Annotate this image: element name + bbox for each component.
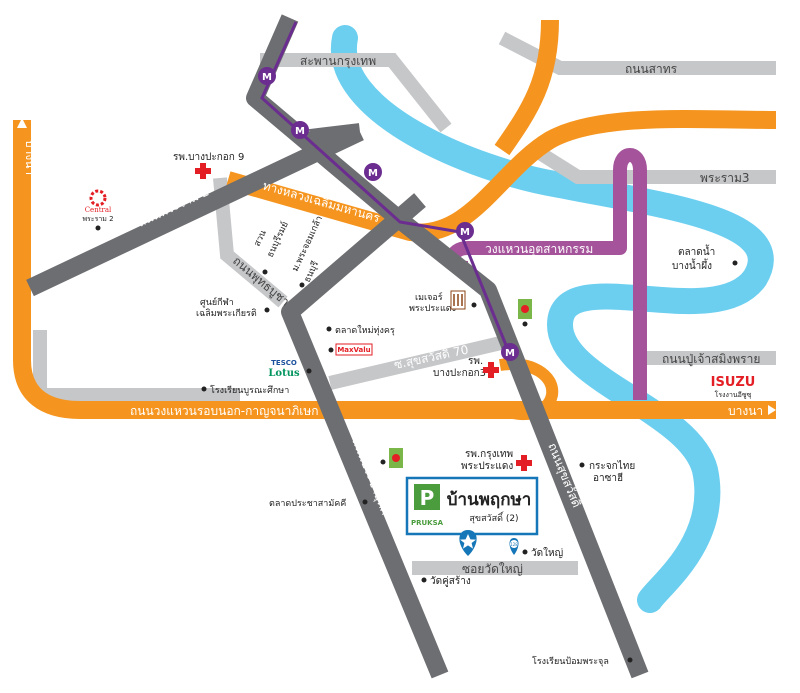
isuzu-factory: ISUZU โรงงานอีซูซุ <box>711 375 756 399</box>
label-rama3: พระราม3 <box>700 171 750 185</box>
project-name: บ้านพฤกษา <box>447 490 532 510</box>
metro-station-icon: M <box>364 163 382 181</box>
svg-text:ISUZU: ISUZU <box>711 375 756 390</box>
svg-text:Central: Central <box>85 206 112 214</box>
asahi-glass: กระจกไทย อาซาฮี <box>579 460 635 484</box>
svg-text:โรงงานอีซูซุ: โรงงานอีซูซุ <box>715 390 752 399</box>
svg-text:ตลาดประชาสามัคคี: ตลาดประชาสามัคคี <box>269 498 346 509</box>
metro-station-icon: M <box>258 67 276 85</box>
svg-text:สวน: สวน <box>253 229 269 248</box>
hospital-bangpakok3: รพ. บางปะกอก3 <box>433 356 499 379</box>
label-sathorn: ถนนสาทร <box>625 62 678 76</box>
road-outer-ring <box>13 120 776 419</box>
route-marker-icon: 128 <box>509 538 519 555</box>
svg-text:ตลาดใหม่ทุ่งครุ: ตลาดใหม่ทุ่งครุ <box>335 325 395 336</box>
svg-text:รพ.กรุงเทพ: รพ.กรุงเทพ <box>465 449 513 460</box>
svg-text:พระประแดง: พระประแดง <box>461 461 513 472</box>
svg-text:เฉลิมพระเกียรติ: เฉลิมพระเกียรติ <box>196 308 257 319</box>
svg-text:บางปะกอก3: บางปะกอก3 <box>433 368 486 379</box>
svg-text:M: M <box>368 168 378 179</box>
project-location-pin-icon[interactable] <box>459 530 477 556</box>
floating-market: ตลาดน้ำ บางน้ำผึ้ง <box>672 244 738 272</box>
label-industrial-ring: วงแหวนอุตสาหกรรม <box>485 242 593 257</box>
suan-thonburirom: สวน ธนบุรีรมย์ <box>253 220 291 275</box>
road-saphan-krungthep <box>260 53 452 133</box>
svg-text:รพ.บางปะกอก 9: รพ.บางปะกอก 9 <box>173 152 244 163</box>
road-highway-branch <box>494 19 559 156</box>
svg-text:TESCO: TESCO <box>271 359 297 367</box>
svg-text:M: M <box>505 348 515 359</box>
svg-text:อาซาฮี: อาซาฮี <box>593 472 623 484</box>
bigc-north <box>518 299 532 327</box>
metro-station-icon: M <box>291 121 309 139</box>
pracha-samakkhi-market: ตลาดประชาสามัคคี <box>269 498 368 509</box>
svg-text:รพ.: รพ. <box>468 356 483 367</box>
svg-text:พระราม 2: พระราม 2 <box>82 215 113 223</box>
metro-station-icon: M <box>501 343 519 361</box>
major-phrapradaeng: เมเจอร์ พระประแดง <box>409 290 477 314</box>
road-pracha-uthit <box>281 193 449 679</box>
svg-text:128: 128 <box>510 542 518 547</box>
svg-text:P: P <box>420 486 435 510</box>
sports-center: ศูนย์กีฬา เฉลิมพระเกียรติ <box>196 296 270 319</box>
label-bang-na-left: บางนา <box>23 140 37 175</box>
central-logo-icon <box>89 189 107 207</box>
label-saphan-krungthep: สะพานกรุงเทพ <box>300 54 376 69</box>
svg-text:ศูนย์กีฬา: ศูนย์กีฬา <box>200 296 234 308</box>
tesco-lotus: TESCO Lotus <box>268 359 312 379</box>
project-brand: PRUKSA <box>411 519 444 527</box>
school-pom-phrachun: โรงเรียนป้อมพระจุล <box>532 656 633 667</box>
hospital-cross-icon <box>483 362 499 378</box>
maxvalu-store: MaxValu <box>328 343 373 356</box>
metro-station-icon: M <box>456 222 474 240</box>
road-rama2 <box>26 123 364 297</box>
svg-text:MaxValu: MaxValu <box>337 346 370 354</box>
road-sathorn <box>498 31 776 75</box>
svg-text:กระจกไทย: กระจกไทย <box>589 460 635 472</box>
hospital-bangpakok9: รพ.บางปะกอก 9 <box>173 152 244 179</box>
label-bang-na-right: บางนา <box>728 404 763 418</box>
road-highway-chaloem <box>225 109 777 242</box>
wat-khu-sang: วัดคู่สร้าง <box>421 575 471 587</box>
svg-text:วัดใหญ่: วัดใหญ่ <box>531 547 563 559</box>
svg-text:M: M <box>295 126 305 137</box>
road-suksawat70 <box>328 335 507 390</box>
label-soi-wat-yai: ซอยวัดใหญ่ <box>462 562 523 576</box>
svg-text:ธนบุรีรมย์: ธนบุรีรมย์ <box>264 220 291 260</box>
svg-text:ตลาดน้ำ: ตลาดน้ำ <box>678 244 715 258</box>
thung-khru-market: ตลาดใหม่ทุ่งครุ <box>326 325 395 336</box>
label-pu-chao: ถนนปู่เจ้าสมิงพราย <box>662 352 760 367</box>
arrow-up-icon <box>17 118 27 128</box>
hospital-cross-icon <box>516 455 532 471</box>
svg-text:Lotus: Lotus <box>268 368 300 379</box>
svg-text:เมเจอร์: เมเจอร์ <box>415 291 443 303</box>
road-rama3 <box>531 144 776 184</box>
bigc-south <box>380 448 403 468</box>
label-phutthabucha: ถนนพุทธบูชา <box>229 254 292 310</box>
svg-text:M: M <box>460 227 470 238</box>
svg-text:พระประแดง: พระประแดง <box>409 304 456 314</box>
central-rama2: Central พระราม 2 <box>82 189 114 231</box>
label-outer-ring: ถนนวงแหวนรอบนอก-กาญจนาภิเษก <box>130 404 319 418</box>
svg-text:วัดคู่สร้าง: วัดคู่สร้าง <box>430 575 471 587</box>
project-sub: สุขสวัสดิ์ (2) <box>469 511 518 524</box>
svg-text:โรงเรียนป้อมพระจุล: โรงเรียนป้อมพระจุล <box>532 656 609 667</box>
svg-text:บางน้ำผึ้ง: บางน้ำผึ้ง <box>672 258 712 272</box>
project-card[interactable]: P PRUKSA บ้านพฤกษา สุขสวัสดิ์ (2) <box>405 476 539 536</box>
wat-yai: 128 วัดใหญ่ <box>509 538 563 559</box>
hospital-cross-icon <box>195 163 211 179</box>
hospital-bangkok-phrapradaeng: รพ.กรุงเทพ พระประแดง <box>461 449 532 472</box>
svg-text:โรงเรียนบูรณะศึกษา: โรงเรียนบูรณะศึกษา <box>210 385 289 396</box>
svg-text:M: M <box>262 72 272 83</box>
school-bunnana: โรงเรียนบูรณะศึกษา <box>201 385 289 396</box>
maxvalu-logo-icon <box>335 343 373 356</box>
arrow-right-icon <box>768 405 776 415</box>
pruksa-logo-icon <box>414 484 440 510</box>
